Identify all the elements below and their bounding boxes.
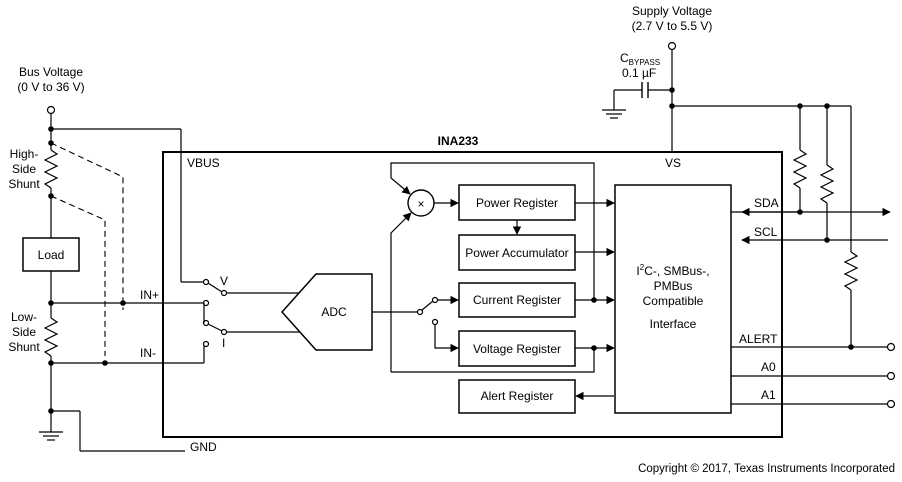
power-register [458, 184, 576, 221]
high-side-label-3: Shunt [8, 177, 40, 191]
register-select-switch [416, 295, 459, 353]
bypass-cap-value: 0.1 µF [622, 66, 656, 80]
a0-terminal [886, 371, 896, 381]
alert-line: ALERT [731, 332, 896, 352]
copyright-notice: Copyright © 2017, Texas Instruments Inco… [638, 463, 895, 475]
chip-name: INA233 [438, 134, 479, 148]
vs-pin-label: VS [665, 156, 681, 170]
bus-title: Bus Voltage [19, 65, 83, 79]
adc-label: ADC [321, 305, 347, 319]
input-switch: V I [202, 274, 316, 350]
bus-range: (0 V to 36 V) [17, 80, 84, 94]
low-side-label-1: Low- [11, 310, 37, 324]
interface-line-1: I2C-, SMBus-, [636, 263, 709, 278]
multiplier-symbol: × [417, 197, 424, 211]
supply-range: (2.7 V to 5.5 V) [632, 19, 713, 33]
voltage-register-label: Voltage Register [473, 342, 561, 356]
power-register-label: Power Register [476, 196, 558, 210]
switch-i-label: I [222, 336, 225, 350]
alert-terminal [886, 342, 896, 352]
interface-line-2: PMBus [654, 279, 693, 293]
sda-line: SDA [731, 196, 891, 217]
interface-line-3: Compatible [643, 294, 704, 308]
scl-label: SCL [754, 225, 778, 239]
supply-title: Supply Voltage [632, 4, 712, 18]
alert-register [458, 379, 576, 414]
ground-icon [602, 109, 626, 119]
high-side-shunt-resistor [43, 149, 59, 189]
interface-block [614, 184, 732, 414]
supply-terminal [667, 41, 677, 51]
in-plus-label: IN+ [140, 288, 159, 302]
a1-line: A1 [731, 388, 896, 409]
a0-label: A0 [761, 360, 776, 374]
supply-section: Supply Voltage (2.7 V to 5.5 V) CBYPASS … [602, 4, 859, 347]
vbus-pin-label: VBUS [187, 156, 220, 170]
sda-pullup-resistor [792, 149, 808, 189]
ground-icon [39, 431, 63, 441]
voltage-register [458, 330, 576, 367]
scl-line: SCL [741, 225, 888, 245]
bus-terminal [46, 105, 56, 115]
alert-label: ALERT [739, 332, 778, 346]
low-side-label-2: Side [12, 325, 36, 339]
current-register-label: Current Register [473, 293, 561, 307]
interface-line-4: Interface [650, 317, 697, 331]
alert-pullup-resistor [843, 251, 859, 291]
high-side-label-1: High- [10, 147, 39, 161]
sda-label: SDA [754, 196, 779, 210]
power-accumulator-label: Power Accumulator [465, 246, 568, 260]
low-side-shunt-resistor [43, 317, 59, 357]
in-minus-label: IN- [140, 346, 156, 360]
a1-terminal [886, 399, 896, 409]
alert-register-label: Alert Register [481, 389, 554, 403]
current-register [458, 282, 576, 318]
high-side-label-2: Side [12, 162, 36, 176]
a1-label: A1 [761, 388, 776, 402]
low-side-label-3: Shunt [8, 340, 40, 354]
switch-v-label: V [220, 274, 228, 288]
power-accumulator [458, 234, 576, 271]
gnd-pin-label: GND [190, 440, 217, 454]
bypass-cap-label: CBYPASS [620, 51, 660, 67]
load-label: Load [38, 248, 65, 262]
scl-pullup-resistor [819, 164, 835, 204]
ina233-chip-boundary [162, 151, 783, 438]
a0-line: A0 [731, 360, 896, 381]
bus-section: Bus Voltage (0 V to 36 V) High- Side Shu… [8, 65, 205, 452]
